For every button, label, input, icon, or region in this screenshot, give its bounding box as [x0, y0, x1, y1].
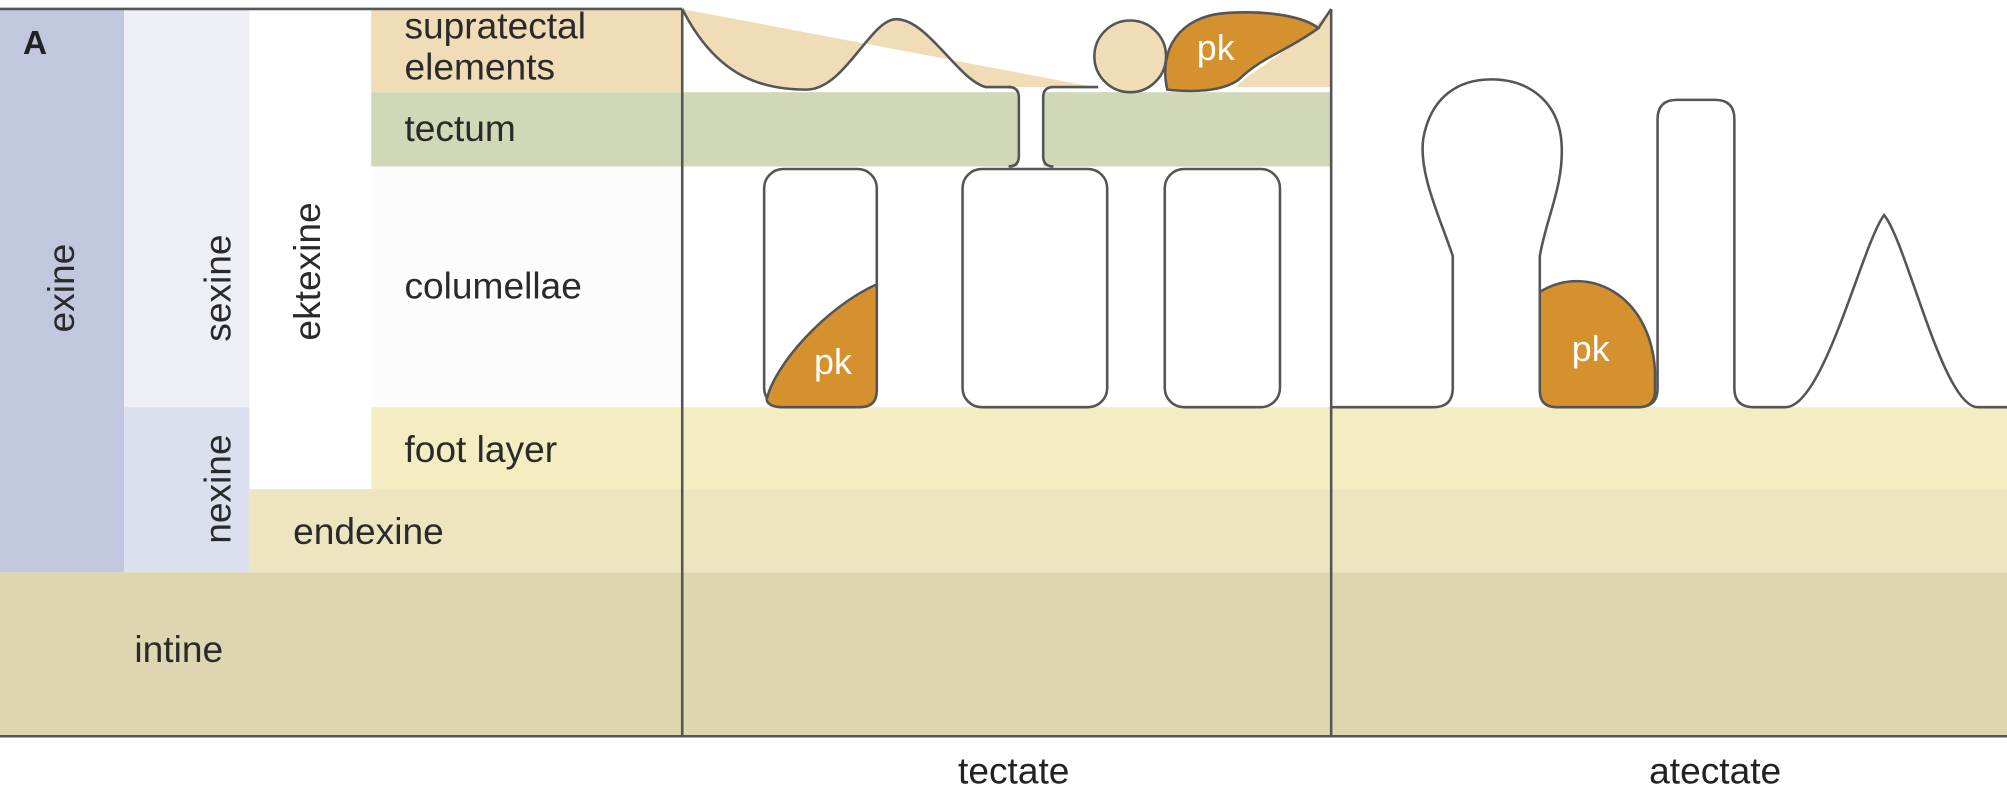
label-tectum: tectum — [404, 107, 515, 149]
label-nexine: nexine — [196, 434, 238, 543]
supratectal-globule — [1093, 19, 1168, 94]
foot-layer-band — [371, 407, 2007, 490]
supratectal-elements-shape — [682, 8, 1332, 90]
panel-letter: A — [23, 25, 47, 62]
tectum-right — [1043, 92, 1332, 167]
pk-label-supratectal: pk — [1197, 28, 1235, 68]
label-supratectal: supratectal — [404, 4, 586, 46]
label-sexine: sexine — [196, 234, 238, 341]
columellae-band — [371, 166, 683, 408]
caption-atectate: atectate — [1649, 750, 1781, 790]
exine-band — [0, 8, 125, 573]
label-ektexine: ektexine — [286, 202, 328, 340]
supratectal-band — [371, 8, 683, 93]
ektexine-band — [249, 8, 372, 490]
atectate-elements-outline — [1331, 78, 2007, 409]
label-exine: exine — [40, 244, 82, 333]
pk-label-columella: pk — [814, 342, 852, 382]
tectum-band — [371, 92, 683, 167]
tectum-left — [682, 92, 1018, 167]
intine-band — [0, 572, 2007, 737]
label-supratectal-elements: elements — [404, 45, 555, 87]
pk-blob-atectate — [1538, 279, 1657, 409]
pk-label-atectate: pk — [1572, 329, 1610, 369]
label-foot-layer: foot layer — [404, 428, 557, 470]
sexine-band — [124, 8, 250, 408]
pk-blob-columella — [765, 282, 879, 409]
label-intine: intine — [134, 628, 223, 670]
nexine-band — [124, 407, 250, 573]
pk-blob-supratectal — [1163, 11, 1321, 93]
caption-tectate: tectate — [958, 750, 1069, 790]
label-endexine: endexine — [293, 510, 444, 552]
endexine-band — [249, 489, 2007, 573]
label-columellae: columellae — [404, 264, 581, 306]
